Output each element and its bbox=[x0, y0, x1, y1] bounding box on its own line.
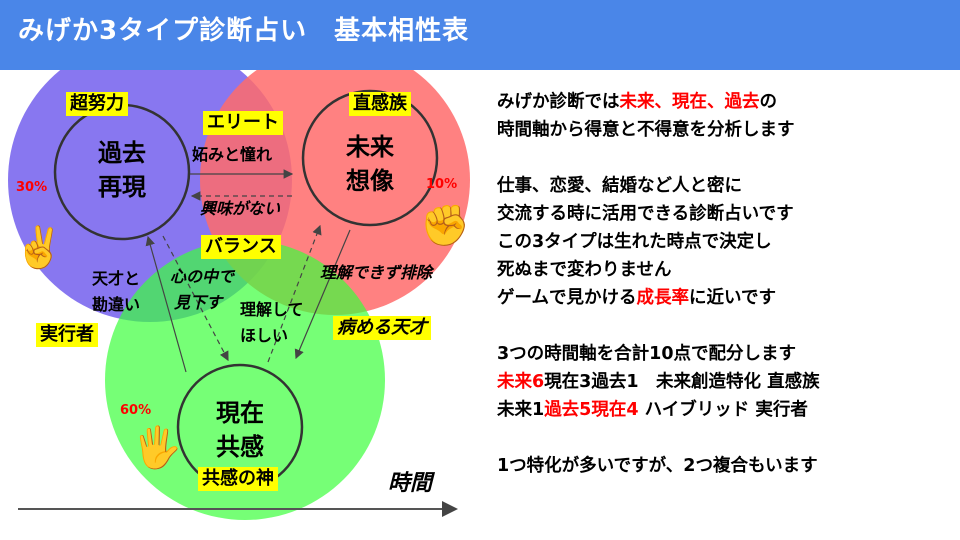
p3-line3-a: 未来1 bbox=[497, 400, 545, 420]
p1-text-b: の bbox=[759, 92, 778, 112]
past-core-line1: 過去 bbox=[98, 139, 146, 167]
explanation-text: みげか診断では未来、現在、過去の 時間軸から得意と不得意を分析します 仕事、恋愛… bbox=[497, 88, 947, 480]
p2-line1: 仕事、恋愛、結婚など人と密に bbox=[497, 176, 742, 196]
balance-tag: バランス bbox=[201, 235, 281, 259]
want-understanding-line1: 理解して bbox=[240, 300, 304, 319]
peace-hand-icon: ✌️ bbox=[14, 225, 64, 271]
future-core-label: 未来 想像 bbox=[330, 130, 410, 198]
genius-line2: 勘違い bbox=[92, 295, 141, 314]
fist-icon: ✊ bbox=[420, 203, 470, 249]
present-core-line2: 共感 bbox=[216, 433, 264, 461]
p2-line5-b: に近いです bbox=[688, 288, 776, 308]
p3-line1: 3つの時間軸を合計10点で配分します bbox=[497, 344, 797, 364]
present-percent: 60% bbox=[120, 403, 152, 418]
past-type-tag: 超努力 bbox=[66, 92, 128, 116]
future-core-line1: 未来 bbox=[346, 133, 394, 161]
future-percent: 10% bbox=[426, 177, 458, 192]
open-hand-icon: 🖐️ bbox=[132, 425, 182, 471]
genius-line1: 天才と bbox=[92, 269, 141, 288]
present-core-line1: 現在 bbox=[216, 399, 264, 427]
page-title: みげか3タイプ診断占い 基本相性表 bbox=[18, 16, 470, 46]
want-understanding-line2: ほしい bbox=[240, 326, 289, 345]
p1-text-red: 未来、現在、過去 bbox=[619, 92, 760, 112]
future-core-ring bbox=[301, 89, 439, 227]
present-core-label: 現在 共感 bbox=[200, 396, 280, 464]
want-understanding-label: 理解して ほしい bbox=[240, 297, 304, 349]
present-circle bbox=[105, 240, 385, 520]
arrow-future-to-present bbox=[294, 229, 351, 360]
arrow-present-to-future bbox=[267, 224, 322, 363]
genius-label: 天才と 勘違い bbox=[92, 266, 140, 318]
p4-line1: 1つ特化が多いですが、2つ複合もいます bbox=[497, 456, 818, 476]
p3-line2-red: 未来6 bbox=[497, 372, 545, 392]
p1-line1: みげか診断では未来、現在、過去の bbox=[497, 88, 947, 116]
p2-line5: ゲームで見かける成長率に近いです bbox=[497, 284, 947, 312]
envy-label: 妬みと憧れ bbox=[192, 145, 273, 164]
p3-line2-rest: 現在3過去1 未来創造特化 直感族 bbox=[544, 372, 820, 392]
p1-text-a: みげか診断では bbox=[497, 92, 620, 112]
p3-line3-rest: ハイブリッド 実行者 bbox=[638, 400, 808, 420]
p2-line3: この3タイプは生れた時点で決定し bbox=[497, 232, 772, 252]
elite-tag: エリート bbox=[203, 111, 283, 135]
past-core-line2: 再現 bbox=[98, 173, 146, 201]
past-lower-tag: 実行者 bbox=[36, 323, 98, 347]
future-lower-tag: 病める天才 bbox=[333, 316, 431, 340]
past-percent: 30% bbox=[16, 180, 48, 195]
p1-line2: 時間軸から得意と不得意を分析します bbox=[497, 120, 795, 140]
arrow-present-to-past bbox=[145, 235, 187, 373]
title-bar: みげか3タイプ診断占い 基本相性表 bbox=[0, 0, 960, 70]
p2-line5-a: ゲームで見かける bbox=[497, 288, 637, 308]
p2-line2: 交流する時に活用できる診断占いです bbox=[497, 204, 794, 224]
p3-line3: 未来1過去5現在4 ハイブリッド 実行者 bbox=[497, 396, 947, 424]
past-core-label: 過去 再現 bbox=[82, 136, 162, 204]
time-axis-label: 時間 bbox=[388, 471, 433, 496]
p3-line3-red: 過去5現在4 bbox=[544, 400, 639, 420]
present-type-tag: 共感の神 bbox=[198, 467, 278, 491]
look-down-line2: 見下す bbox=[174, 293, 223, 312]
p3-line2: 未来6現在3過去1 未来創造特化 直感族 bbox=[497, 368, 947, 396]
p2-line5-red: 成長率 bbox=[636, 288, 689, 308]
p2-line4: 死ぬまで変わりません bbox=[497, 260, 672, 280]
look-down-line1: 心の中で bbox=[170, 267, 235, 286]
no-interest-label: 興味がない bbox=[200, 199, 281, 218]
look-down-label: 心の中で 見下す bbox=[170, 264, 234, 316]
future-core-line2: 想像 bbox=[346, 167, 394, 195]
future-type-tag: 直感族 bbox=[349, 92, 411, 116]
reject-label: 理解できず排除 bbox=[320, 263, 433, 282]
